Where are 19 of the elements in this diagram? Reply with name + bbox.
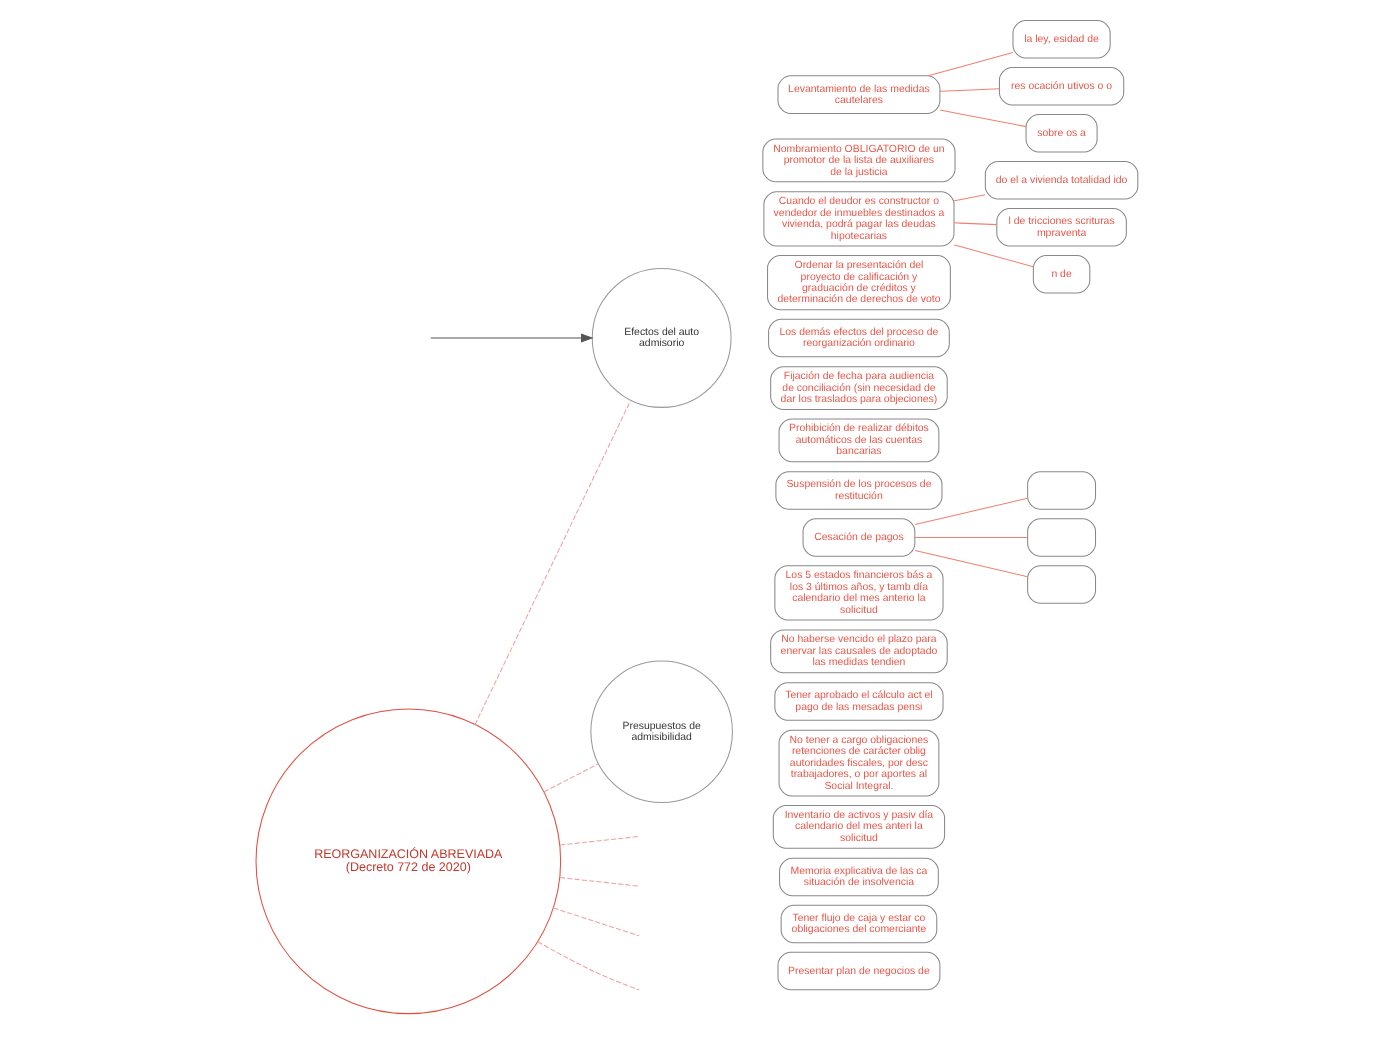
connector [913, 549, 1028, 578]
connector [558, 877, 639, 887]
connector [952, 244, 1033, 268]
connector [551, 907, 639, 937]
arrow [429, 333, 593, 343]
connector [938, 88, 999, 92]
connector [473, 399, 631, 725]
connector [913, 497, 1028, 526]
node-box [1026, 565, 1096, 604]
connector [952, 222, 997, 226]
node-box [1026, 471, 1096, 510]
connector [938, 109, 1026, 128]
connector [952, 194, 985, 202]
node-box [1026, 518, 1096, 557]
connector [542, 763, 598, 793]
connector [558, 835, 639, 846]
connector [913, 537, 1028, 538]
connector [536, 941, 639, 991]
connector [926, 51, 1013, 77]
